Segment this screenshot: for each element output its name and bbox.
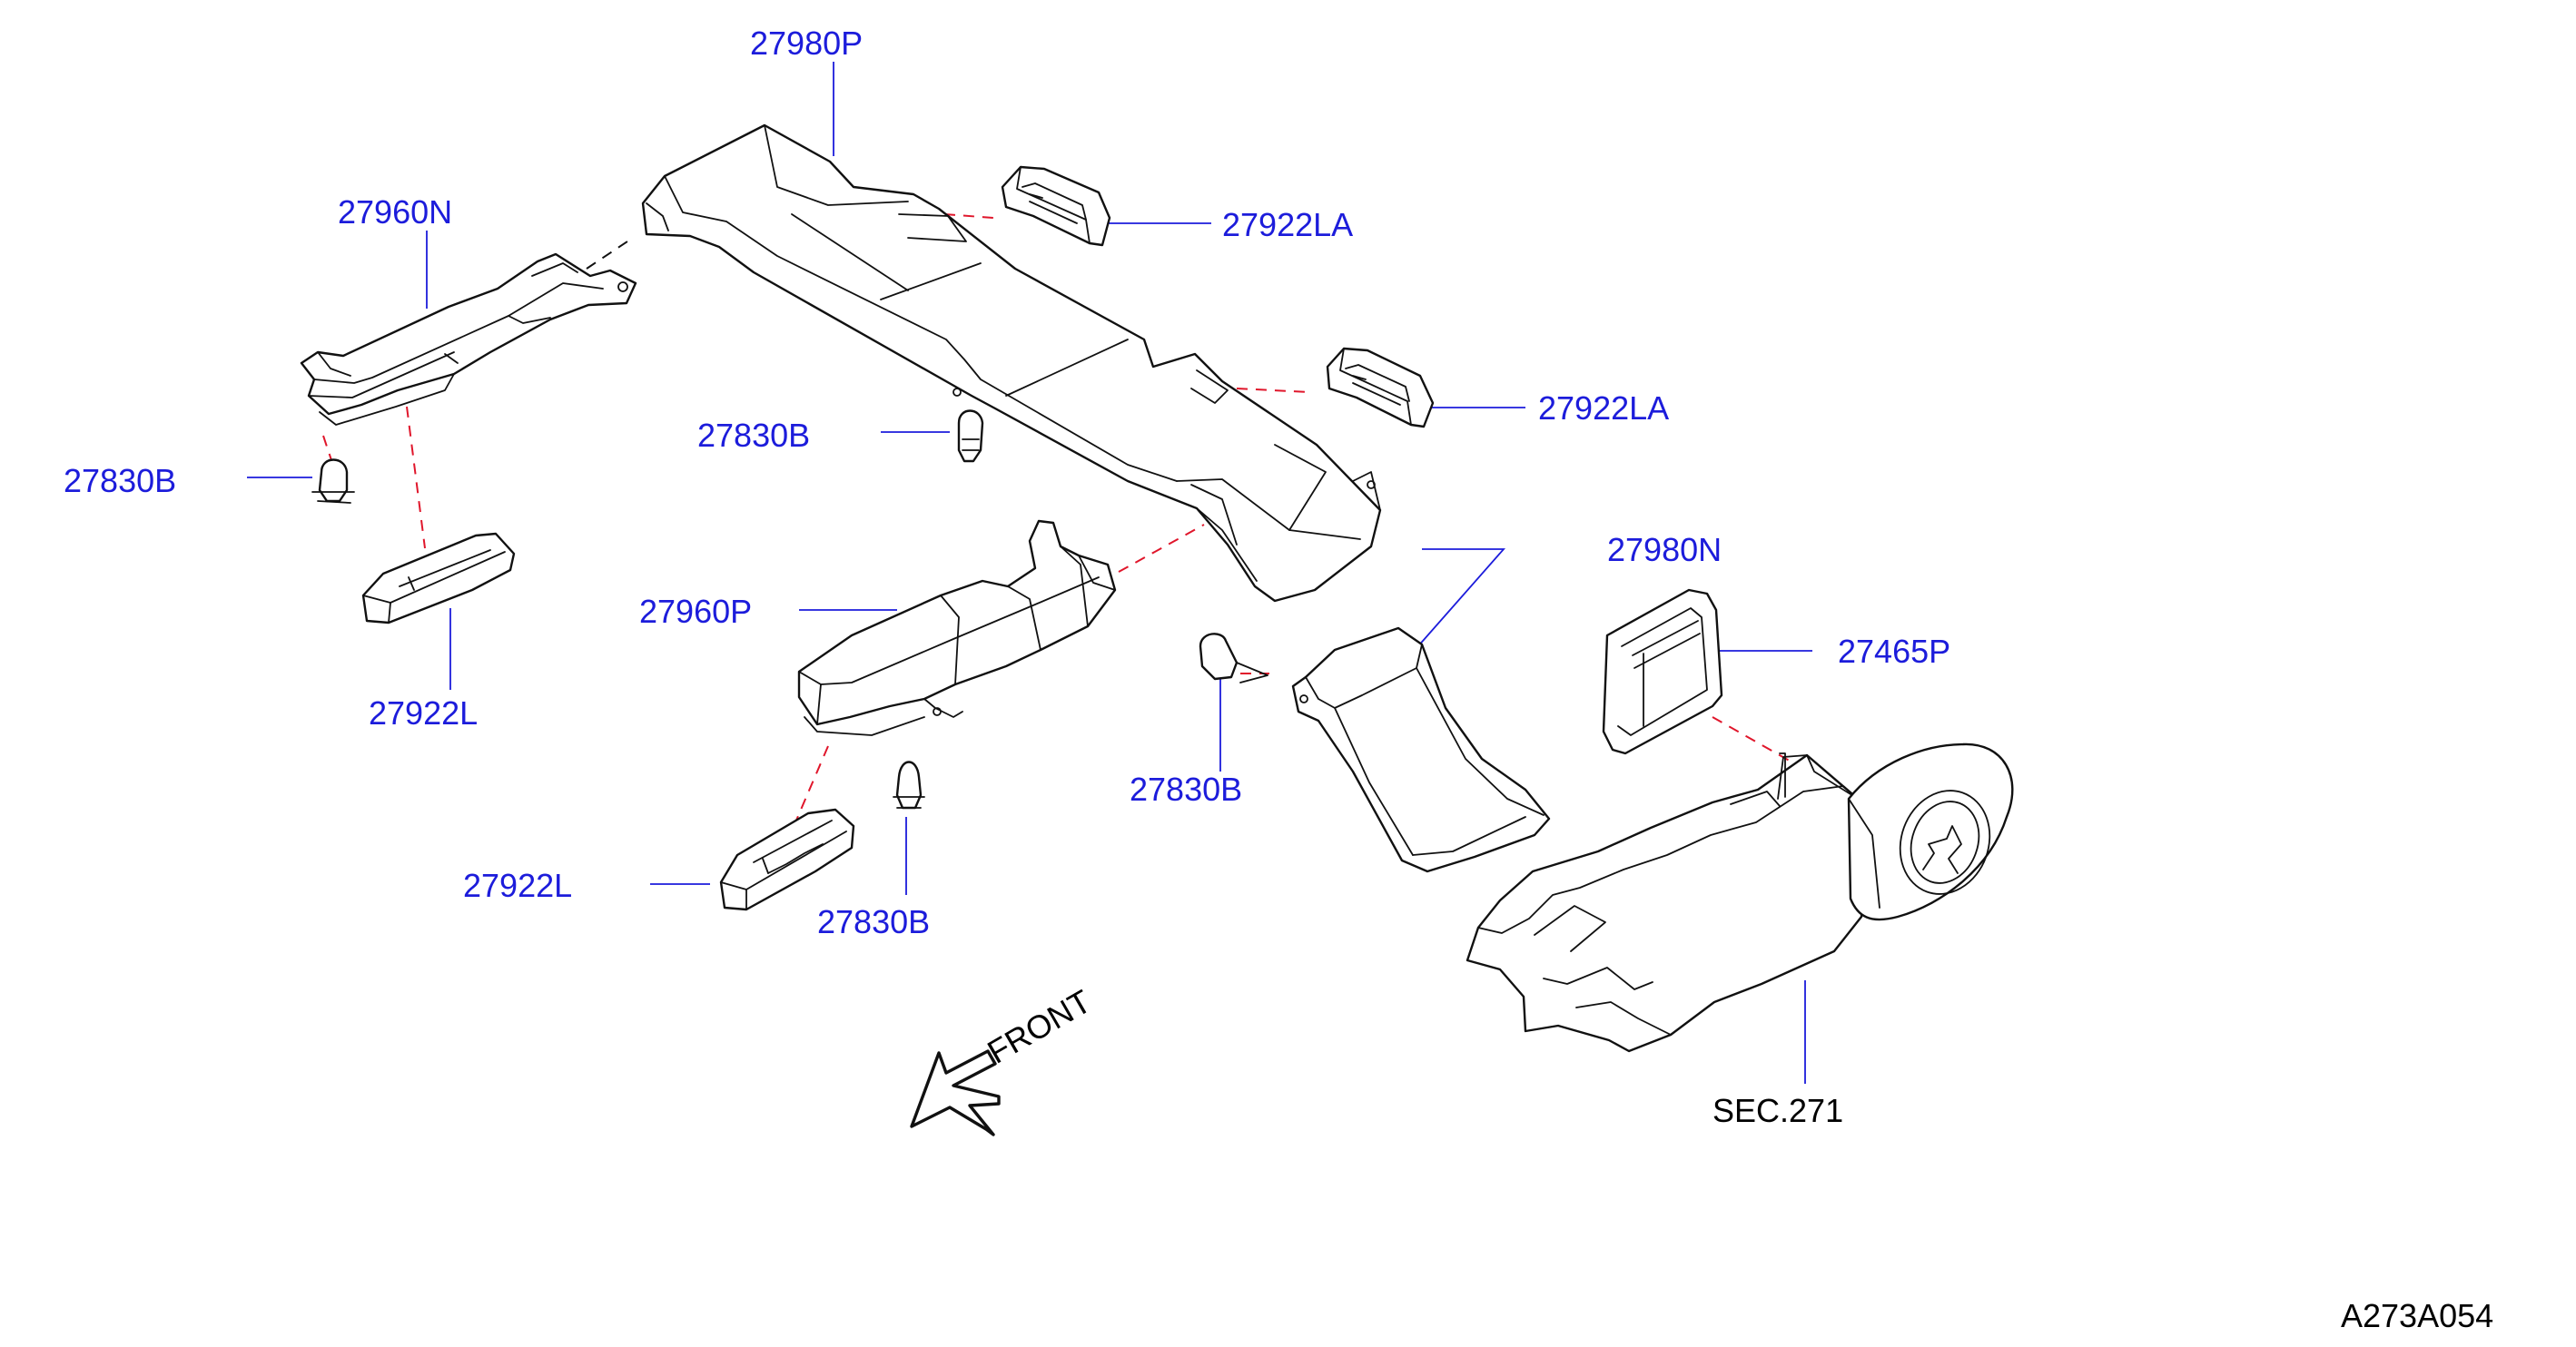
leader-lines <box>247 62 1812 1084</box>
label-sec271[interactable]: SEC.271 <box>1712 1092 1844 1129</box>
label-27465P[interactable]: 27465P <box>1838 633 1951 670</box>
vent-27922LA-top <box>1001 165 1111 247</box>
guide-27465P <box>1712 716 1848 794</box>
guide-dashes <box>322 213 1848 823</box>
label-27960P[interactable]: 27960P <box>639 593 753 630</box>
clip-27830B-mid <box>957 409 984 463</box>
clip-27830B-right <box>1199 633 1268 683</box>
label-27980P[interactable]: 27980P <box>750 25 864 62</box>
label-27980N[interactable]: 27980N <box>1607 531 1722 568</box>
label-27830B-lower[interactable]: 27830B <box>817 903 931 940</box>
guide-27922LA-top <box>943 213 994 219</box>
label-27922L-lower[interactable]: 27922L <box>463 867 573 904</box>
label-27830B-left[interactable]: 27830B <box>64 462 177 499</box>
label-27922L-upper[interactable]: 27922L <box>369 694 479 732</box>
clip-27830B-lower <box>893 761 925 810</box>
leader-27980N <box>1416 548 1505 649</box>
duct-27960N <box>300 252 637 426</box>
clip-27830B-left <box>311 458 355 504</box>
guide-27922L-lower <box>795 745 829 823</box>
vent-27922LA-mid <box>1326 347 1435 428</box>
duct-27960P <box>797 519 1117 736</box>
grille-27465P <box>1602 588 1723 755</box>
guide-27960P <box>1118 524 1205 573</box>
unit-sec271 <box>1466 742 2014 1053</box>
vent-27922L-lower <box>719 808 855 911</box>
guide-27922L-upper <box>406 406 426 549</box>
label-27922LA-mid[interactable]: 27922LA <box>1538 389 1670 427</box>
figure-code: A273A054 <box>2341 1297 2494 1334</box>
label-27922LA-top[interactable]: 27922LA <box>1222 206 1354 243</box>
duct-27980N <box>1291 626 1551 873</box>
label-27830B-right[interactable]: 27830B <box>1130 771 1243 808</box>
duct-27980P <box>641 123 1382 603</box>
label-27830B-mid[interactable]: 27830B <box>697 417 811 454</box>
front-arrow <box>910 1049 1001 1136</box>
guide-27830B-left <box>322 435 333 464</box>
guide-27922LA-mid <box>1236 388 1310 393</box>
vent-27922L-upper <box>361 532 516 624</box>
guide-27960N <box>586 239 631 270</box>
label-27960N[interactable]: 27960N <box>338 193 453 231</box>
